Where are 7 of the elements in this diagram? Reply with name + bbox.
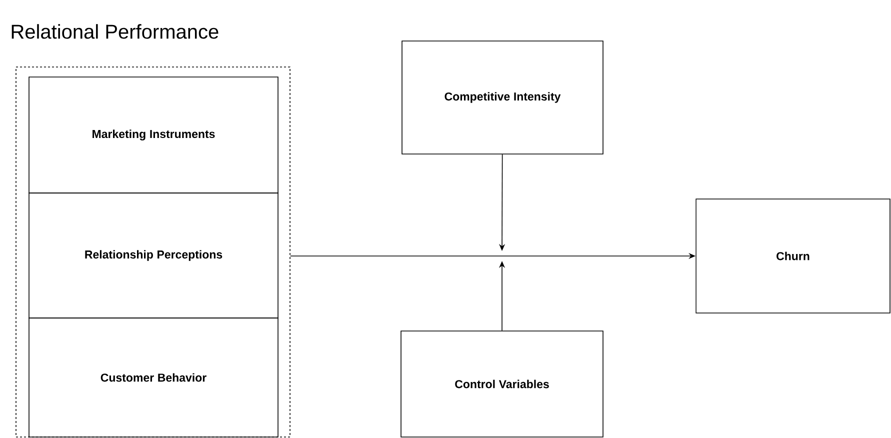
factor-box: Competitive Intensity bbox=[402, 40, 604, 154]
factor-box: Control Variables bbox=[400, 330, 604, 438]
outcome-box: Churn bbox=[696, 198, 890, 314]
layer-box: Customer Behavior bbox=[28, 318, 278, 438]
layer-box: Relationship Perceptions bbox=[28, 192, 278, 318]
layer-box: Marketing Instruments bbox=[28, 76, 278, 194]
group-heading: Relational Performance bbox=[12, 24, 218, 39]
